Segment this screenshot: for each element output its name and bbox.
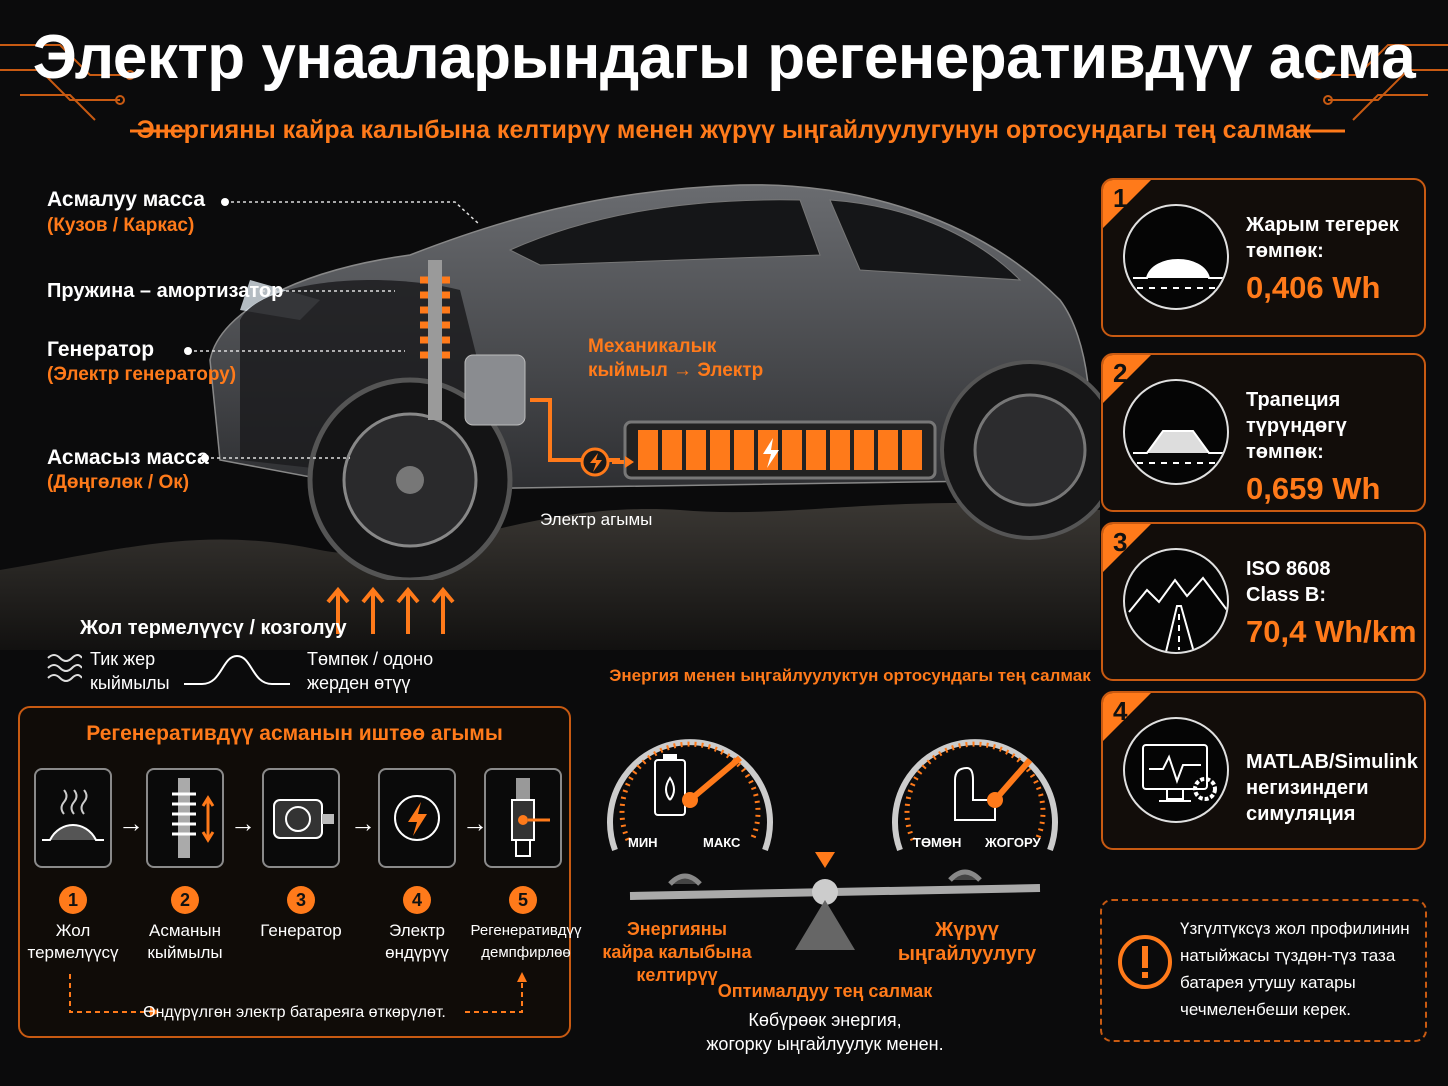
damper-icon [484, 768, 562, 868]
balance-title: Энергия менен ыңгайлуулуктун ортосундагы… [609, 666, 1091, 685]
card-value: 0,406 Wh [1246, 270, 1381, 305]
flow-arrow-icon: → [118, 808, 144, 838]
bump-pass-label-2: жерден өтүү [307, 673, 411, 693]
workflow-footer: Өндүрүлгөн электр батареяга өткөрүлөт. [143, 1004, 446, 1021]
step-number: 3 [287, 886, 315, 914]
balance-gauges-illustration [607, 739, 1058, 950]
result-card-2: 2 Трапеция түрүндөгү төмпөк: 0,659 Wh [1101, 353, 1426, 512]
card-value: 0,659 Wh [1246, 471, 1381, 506]
circuit-decoration [0, 44, 1448, 133]
gauge-left-min: МИН [628, 835, 658, 850]
road-bump-heat-icon [34, 768, 112, 868]
gauge-right-min: ТӨМӨН [913, 835, 962, 850]
warning-icon [1118, 935, 1172, 989]
step-number: 1 [59, 886, 87, 914]
page-title: Электр унааларындагы регенеративдүү асма [32, 23, 1416, 92]
warning-line: батарея утушу катары [1180, 973, 1356, 992]
generator-motor-icon [262, 768, 340, 868]
generator-sublabel: (Электр генератору) [47, 364, 237, 385]
card-text-2: төмпөк: [1246, 240, 1324, 262]
semicircle-bump-icon [1123, 204, 1229, 310]
warning-line: натыйжасы түздөн-түз таза [1180, 946, 1396, 965]
card-text-2: төмпөк: [1246, 441, 1324, 463]
flow-arrow-icon: → [462, 808, 488, 838]
label-leaders [184, 198, 481, 462]
step-number: 4 [403, 886, 431, 914]
sprung-mass-label: Асмалуу масса [47, 188, 205, 211]
lightning-bolt-icon [378, 768, 456, 868]
card-number: 2 [1113, 358, 1128, 388]
vibration-waves-icon [47, 654, 82, 682]
warning-note: Үзгүлтүксүз жол профилинин натыйжасы түз… [1100, 899, 1427, 1042]
result-card-4: 4 MATLAB/Simulink негизиндеги симуляция [1101, 691, 1426, 850]
unsprung-mass-label: Асмасыз масса [47, 446, 209, 469]
step-number: 5 [509, 886, 537, 914]
current-flow-label: Электр агымы [540, 510, 653, 529]
warning-line: Үзгүлтүксүз жол профилинин [1180, 919, 1410, 938]
shock-absorber-icon [146, 768, 224, 868]
card-value: 70,4 Wh/km [1246, 614, 1417, 649]
return-path-line [69, 972, 527, 1017]
spring-damper-label: Пружина – амортизатор [47, 280, 284, 302]
optimal-balance-label: Оптималдуу тең салмак [717, 981, 933, 1001]
page-subtitle: Энергияны кайра калыбына келтирүү менен … [136, 116, 1312, 144]
car-illustration [209, 184, 1100, 580]
sprung-mass-sublabel: (Кузов / Каркас) [47, 215, 195, 236]
trapezoid-bump-icon [1123, 379, 1229, 485]
vertical-motion-label-1: Тик жер [90, 649, 156, 669]
mech-to-elec-label-2: кыймыл → Электр [588, 360, 764, 381]
step-number: 2 [171, 886, 199, 914]
monitor-simulation-icon [1123, 717, 1229, 823]
card-text-2: Class B: [1246, 584, 1327, 606]
card-text-3: симуляция [1246, 803, 1356, 825]
gauge-right-max: ЖОГОРУ [985, 835, 1041, 850]
card-number: 3 [1113, 527, 1128, 557]
card-text-1: ISO 8608 [1246, 558, 1331, 580]
road-profile-icon [1123, 548, 1229, 654]
flow-arrow-icon: → [350, 808, 376, 838]
card-text-1: Жарым тегерек [1246, 214, 1399, 236]
card-text-1: MATLAB/Simulink [1246, 751, 1418, 773]
result-card-3: 3 ISO 8608 Class B: 70,4 Wh/km [1101, 522, 1426, 681]
bump-curve-icon [184, 654, 290, 685]
warning-line: чечмеленбеши керек. [1180, 1000, 1351, 1019]
road-vibration-label: Жол термелүүсү / козголуу [80, 617, 347, 639]
gauge-left-max: МАКС [703, 835, 741, 850]
road-illustration [0, 502, 1100, 650]
card-number: 1 [1113, 183, 1128, 213]
card-number: 4 [1113, 696, 1128, 726]
workflow-title: Регенеративдүү асманын иштөө агымы [86, 722, 503, 745]
mech-to-elec-label-1: Механикалык [588, 336, 717, 357]
unsprung-mass-sublabel: (Дөңгөлөк / Ок) [47, 472, 190, 493]
upward-arrows-icon [326, 586, 455, 634]
optimal-balance-desc: Көбүрөөк энергия,жогорку ыңгайлуулук мен… [706, 1010, 944, 1054]
card-text-2: негизиндеги [1246, 777, 1369, 799]
step-label: Генератор [260, 921, 342, 940]
card-text-1: Трапеция түрүндөгү [1246, 389, 1347, 437]
result-card-1: 1 Жарым тегерек төмпөк: 0,406 Wh [1101, 178, 1426, 337]
bump-pass-label-1: Төмпөк / одоно [307, 649, 434, 669]
generator-label: Генератор [47, 338, 155, 361]
vertical-motion-label-2: кыймылы [90, 673, 170, 693]
workflow-panel: Регенеративдүү асманын иштөө агымы → → →… [18, 706, 581, 1038]
flow-arrow-icon: → [230, 808, 256, 838]
